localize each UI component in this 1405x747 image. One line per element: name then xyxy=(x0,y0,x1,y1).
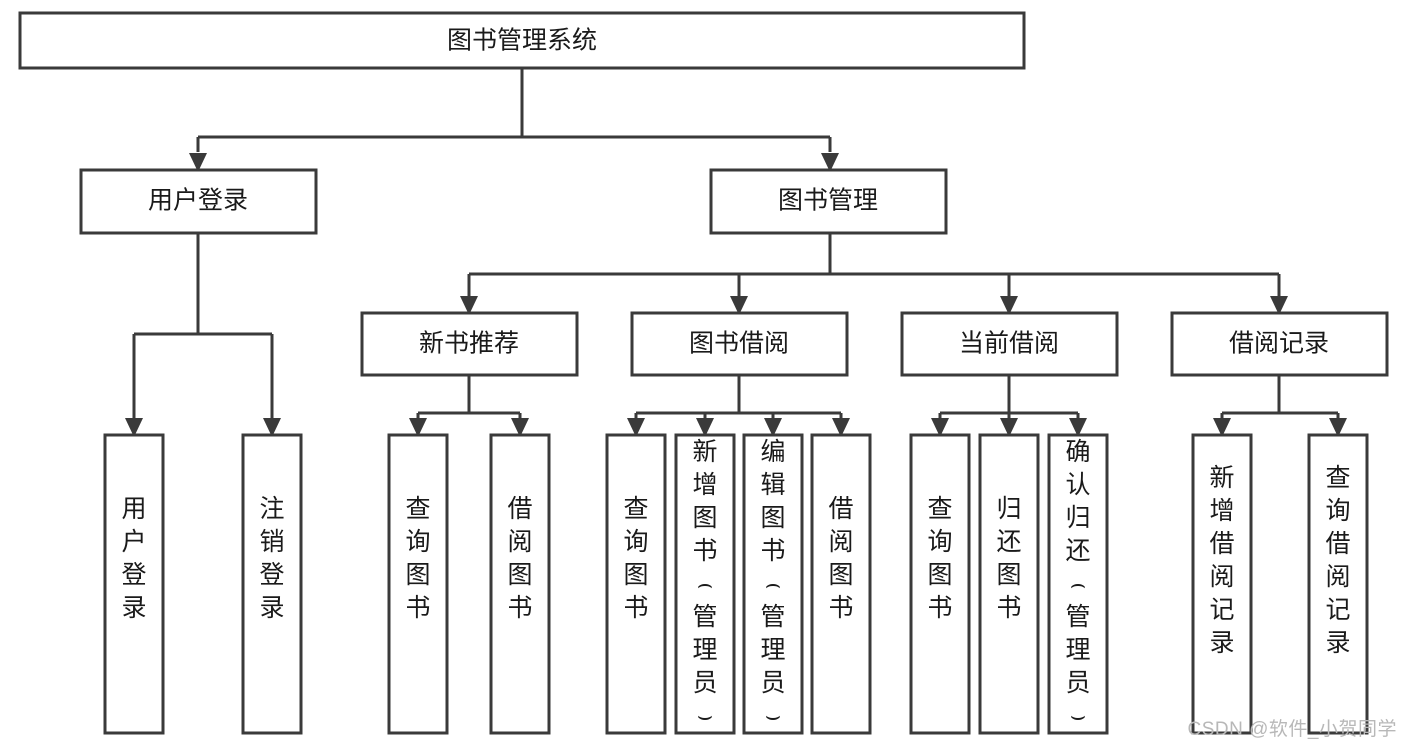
node-leaf-borrow-book-1-label: 借阅图书 xyxy=(507,495,532,622)
node-leaf-query-borrow-record[interactable]: 查询借阅记录 xyxy=(1307,433,1369,735)
node-leaf-logout-login[interactable]: 注销登录 xyxy=(241,433,303,735)
node-leaf-borrow-book-2[interactable]: 借阅图书 xyxy=(810,433,872,735)
node-book-management-label: 图书管理 xyxy=(778,187,878,215)
node-root-label: 图书管理系统 xyxy=(447,27,597,55)
node-leaf-return-book[interactable]: 归还图书 xyxy=(978,433,1040,735)
node-leaf-query-book-3[interactable]: 查询图书 xyxy=(909,433,971,735)
node-leaf-edit-book-label: 编辑图书⌢管理员⌣ xyxy=(760,438,785,730)
node-leaf-logout-login-label: 注销登录 xyxy=(259,495,284,622)
node-leaf-query-book-1[interactable]: 查询图书 xyxy=(387,433,449,735)
node-leaf-query-book-2[interactable]: 查询图书 xyxy=(605,433,667,735)
connector-bookmanagement-to-level2 xyxy=(460,233,1288,315)
node-new-book-recommend[interactable]: 新书推荐 xyxy=(360,311,579,377)
connector-bookborrow-to-leaves xyxy=(627,375,850,437)
node-leaf-borrow-book-1[interactable]: 借阅图书 xyxy=(489,433,551,735)
node-leaf-query-borrow-record-label: 查询借阅记录 xyxy=(1325,464,1350,657)
node-leaf-query-book-2-label: 查询图书 xyxy=(623,495,648,622)
connector-newbook-to-leaves xyxy=(409,375,529,437)
node-leaf-confirm-return[interactable]: 确认归还⌢管理员⌣ xyxy=(1047,433,1109,735)
node-user-login[interactable]: 用户登录 xyxy=(79,168,318,235)
node-current-borrow[interactable]: 当前借阅 xyxy=(900,311,1119,377)
node-borrow-record-label: 借阅记录 xyxy=(1229,330,1329,358)
node-leaf-edit-book[interactable]: 编辑图书⌢管理员⌣ xyxy=(742,433,804,735)
node-new-book-recommend-label: 新书推荐 xyxy=(419,330,519,358)
node-user-login-label: 用户登录 xyxy=(148,187,248,215)
connector-userlogin-to-leaves xyxy=(125,233,281,437)
node-leaf-add-book-label: 新增图书⌢管理员⌣ xyxy=(692,438,717,730)
node-leaf-user-login[interactable]: 用户登录 xyxy=(103,433,165,735)
node-leaf-add-borrow-record-label: 新增借阅记录 xyxy=(1209,464,1234,657)
node-book-borrow[interactable]: 图书借阅 xyxy=(630,311,849,377)
connector-currentborrow-to-leaves xyxy=(931,375,1087,437)
connector-root-to-level1 xyxy=(189,68,839,172)
node-leaf-return-book-label: 归还图书 xyxy=(996,495,1021,622)
node-current-borrow-label: 当前借阅 xyxy=(959,330,1059,358)
node-leaf-user-login-label: 用户登录 xyxy=(121,495,146,622)
connector-borrowrecord-to-leaves xyxy=(1213,375,1347,437)
node-leaf-add-book[interactable]: 新增图书⌢管理员⌣ xyxy=(674,433,736,735)
node-leaf-confirm-return-label: 确认归还⌢管理员⌣ xyxy=(1065,438,1090,730)
node-leaf-query-book-1-label: 查询图书 xyxy=(405,495,430,622)
node-leaf-borrow-book-2-label: 借阅图书 xyxy=(828,495,853,622)
node-leaf-add-borrow-record[interactable]: 新增借阅记录 xyxy=(1191,433,1253,735)
node-leaf-query-book-3-label: 查询图书 xyxy=(927,495,952,622)
node-book-management[interactable]: 图书管理 xyxy=(709,168,948,235)
node-book-borrow-label: 图书借阅 xyxy=(689,330,789,358)
node-root[interactable]: 图书管理系统 xyxy=(18,11,1026,70)
node-borrow-record[interactable]: 借阅记录 xyxy=(1170,311,1389,377)
